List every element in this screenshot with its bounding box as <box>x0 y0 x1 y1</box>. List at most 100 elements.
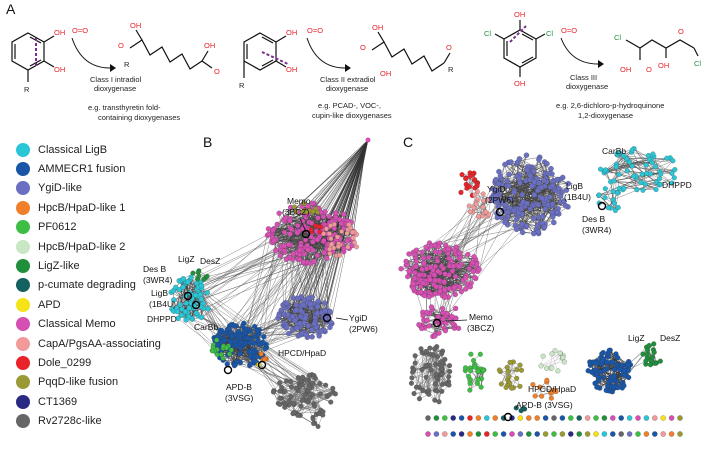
network-node <box>541 177 547 184</box>
network-node <box>427 264 434 270</box>
node-label-hpcd: HPCD/HpaD <box>528 384 576 394</box>
network-node <box>504 209 511 215</box>
network-node <box>513 226 520 233</box>
atom-o: O <box>446 43 452 52</box>
network-node <box>596 192 602 198</box>
singleton-node <box>509 431 515 437</box>
network-node <box>554 176 561 183</box>
network-node <box>432 381 438 387</box>
reaction-arrow-3 <box>560 37 599 65</box>
singleton-node <box>484 415 490 421</box>
network-node <box>615 205 621 211</box>
arrow-label-line: dioxygenase <box>566 82 608 91</box>
network-node <box>398 266 404 272</box>
network-node <box>617 366 623 373</box>
network-node <box>475 214 481 220</box>
network-node <box>440 316 446 322</box>
legend-item-hpcb-hpad-like-1: HpcB/HpaD-like 1 <box>16 198 191 217</box>
network-node <box>589 369 595 375</box>
singleton-node <box>517 431 524 437</box>
network-node <box>539 213 546 220</box>
network-node <box>475 381 481 387</box>
network-node <box>483 209 489 215</box>
network-node <box>441 279 447 285</box>
legend-item-apd: APD <box>16 295 191 314</box>
network-node <box>646 343 652 349</box>
network-node <box>442 328 449 334</box>
network-node <box>639 171 645 177</box>
network-node <box>450 321 456 327</box>
network-node <box>551 219 557 226</box>
network-node <box>438 359 444 365</box>
atom-r: R <box>124 60 130 69</box>
singleton-node <box>467 415 473 421</box>
legend-label: PF0612 <box>38 221 77 234</box>
network-node <box>439 371 445 377</box>
network-node <box>413 263 419 270</box>
network-node <box>423 244 429 250</box>
atom-oh: OH <box>286 28 297 37</box>
network-node <box>472 364 478 370</box>
network-node <box>550 214 556 220</box>
legend-label: APD <box>38 298 61 311</box>
network-node <box>455 325 462 331</box>
network-node <box>406 268 412 274</box>
singleton-node <box>643 415 650 421</box>
network-node <box>465 251 471 258</box>
network-node <box>644 347 650 353</box>
atom-cl: Cl <box>484 29 491 38</box>
network-node <box>616 171 622 177</box>
node-label-memo-pdb: (3BCZ) <box>467 323 495 333</box>
network-node <box>411 391 417 397</box>
network-node <box>426 323 432 329</box>
network-node <box>467 209 473 215</box>
network-node <box>647 362 653 368</box>
network-node <box>626 374 632 381</box>
network-node <box>446 382 452 388</box>
network-node <box>624 168 630 174</box>
network-node <box>459 172 465 178</box>
network-node <box>536 180 542 186</box>
network-node <box>603 387 609 393</box>
network-node <box>557 350 563 356</box>
network-node <box>557 193 564 199</box>
network-node <box>498 381 504 387</box>
network-node <box>538 363 544 369</box>
network-node <box>443 320 449 326</box>
network-node <box>516 175 522 182</box>
arrow-label-line: dioxygenase <box>326 84 368 93</box>
network-node <box>555 368 561 374</box>
network-node <box>413 384 419 390</box>
network-node <box>466 203 472 209</box>
network-node <box>561 359 567 365</box>
singleton-node <box>517 415 524 421</box>
network-node <box>535 202 542 208</box>
network-node <box>440 306 446 312</box>
network-node <box>466 184 472 190</box>
network-node <box>506 374 512 380</box>
network-node <box>427 345 433 351</box>
network-node <box>412 353 418 359</box>
singleton-node <box>551 431 557 437</box>
singleton-node <box>542 431 549 437</box>
network-node <box>611 178 617 184</box>
atom-oh: OH <box>380 69 391 78</box>
network-node <box>496 168 502 175</box>
node-label-memo: Memo <box>469 312 493 322</box>
legend-swatch <box>16 162 30 177</box>
singleton-node <box>584 431 591 437</box>
singleton-node <box>568 431 574 437</box>
legend-label: PqqD-like fusion <box>38 376 119 389</box>
network-node <box>549 182 556 189</box>
network-node <box>433 361 439 367</box>
legend-item-hpcb-hpad-like-2: HpcB/HpaD-like 2 <box>16 237 191 256</box>
network-edge <box>290 218 333 221</box>
network-node <box>515 209 522 216</box>
legend-item-pqqd-like-fusion: PqqD-like fusion <box>16 373 191 392</box>
network-node <box>446 285 452 292</box>
legend-item-classical-memo: Classical Memo <box>16 315 191 334</box>
atom-r: R <box>239 81 245 90</box>
network-node <box>416 396 422 402</box>
network-node <box>507 359 513 365</box>
network-node <box>502 219 508 225</box>
